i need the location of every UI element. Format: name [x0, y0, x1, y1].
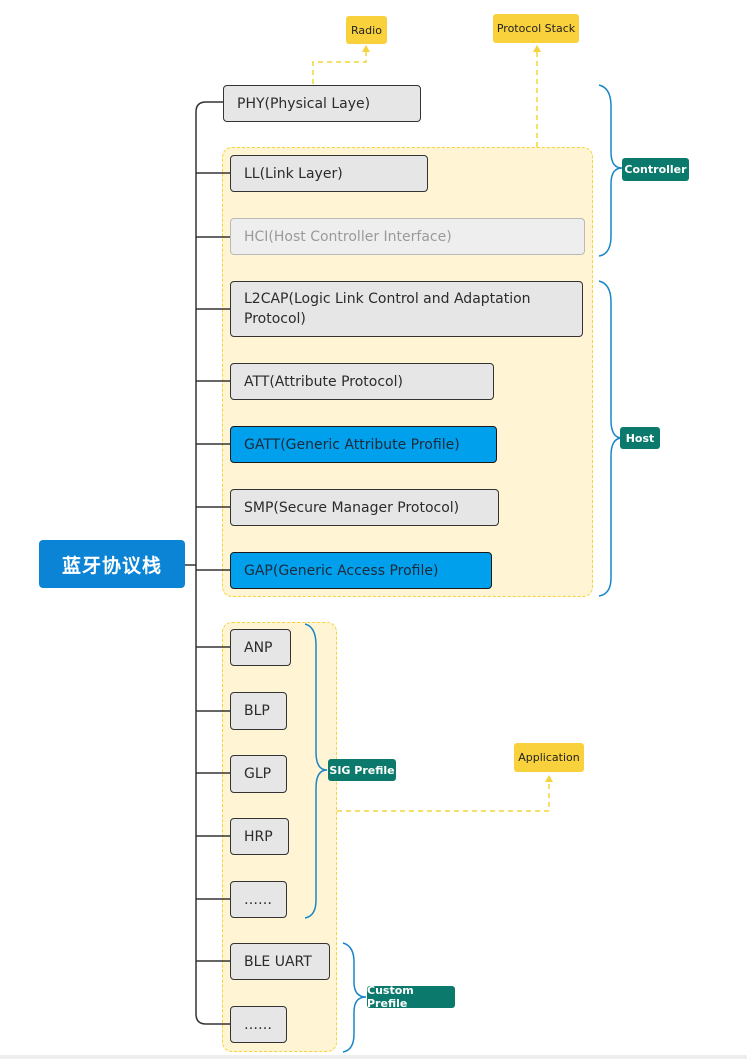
node-custom-more[interactable]: ……	[230, 1006, 287, 1043]
protocol-stack-callout: Protocol Stack	[493, 14, 579, 43]
node-anp[interactable]: ANP	[230, 629, 291, 666]
node-smp[interactable]: SMP(Secure Manager Protocol)	[230, 489, 499, 526]
node-ble-uart[interactable]: BLE UART	[230, 943, 330, 980]
node-phy[interactable]: PHY(Physical Laye)	[223, 85, 421, 122]
controller-label: Controller	[622, 158, 689, 181]
application-callout: Application	[514, 743, 584, 772]
node-blp[interactable]: BLP	[230, 692, 287, 730]
host-label: Host	[620, 427, 660, 449]
bottom-edge	[0, 1055, 747, 1059]
sig-profile-label: SIG Prefile	[328, 759, 396, 781]
node-hrp[interactable]: HRP	[230, 818, 289, 855]
node-l2cap[interactable]: L2CAP(Logic Link Control and Adaptation …	[230, 281, 583, 337]
node-hci[interactable]: HCI(Host Controller Interface)	[230, 218, 585, 255]
node-sig-more[interactable]: ……	[230, 881, 287, 918]
node-gatt[interactable]: GATT(Generic Attribute Profile)	[230, 426, 497, 463]
node-glp[interactable]: GLP	[230, 755, 287, 793]
radio-callout: Radio	[346, 16, 387, 44]
root-node[interactable]: 蓝牙协议栈	[39, 540, 185, 588]
custom-profile-label: Custom Prefile	[367, 984, 455, 1010]
node-gap[interactable]: GAP(Generic Access Profile)	[230, 552, 492, 589]
node-att[interactable]: ATT(Attribute Protocol)	[230, 363, 494, 400]
node-ll[interactable]: LL(Link Layer)	[230, 155, 428, 192]
